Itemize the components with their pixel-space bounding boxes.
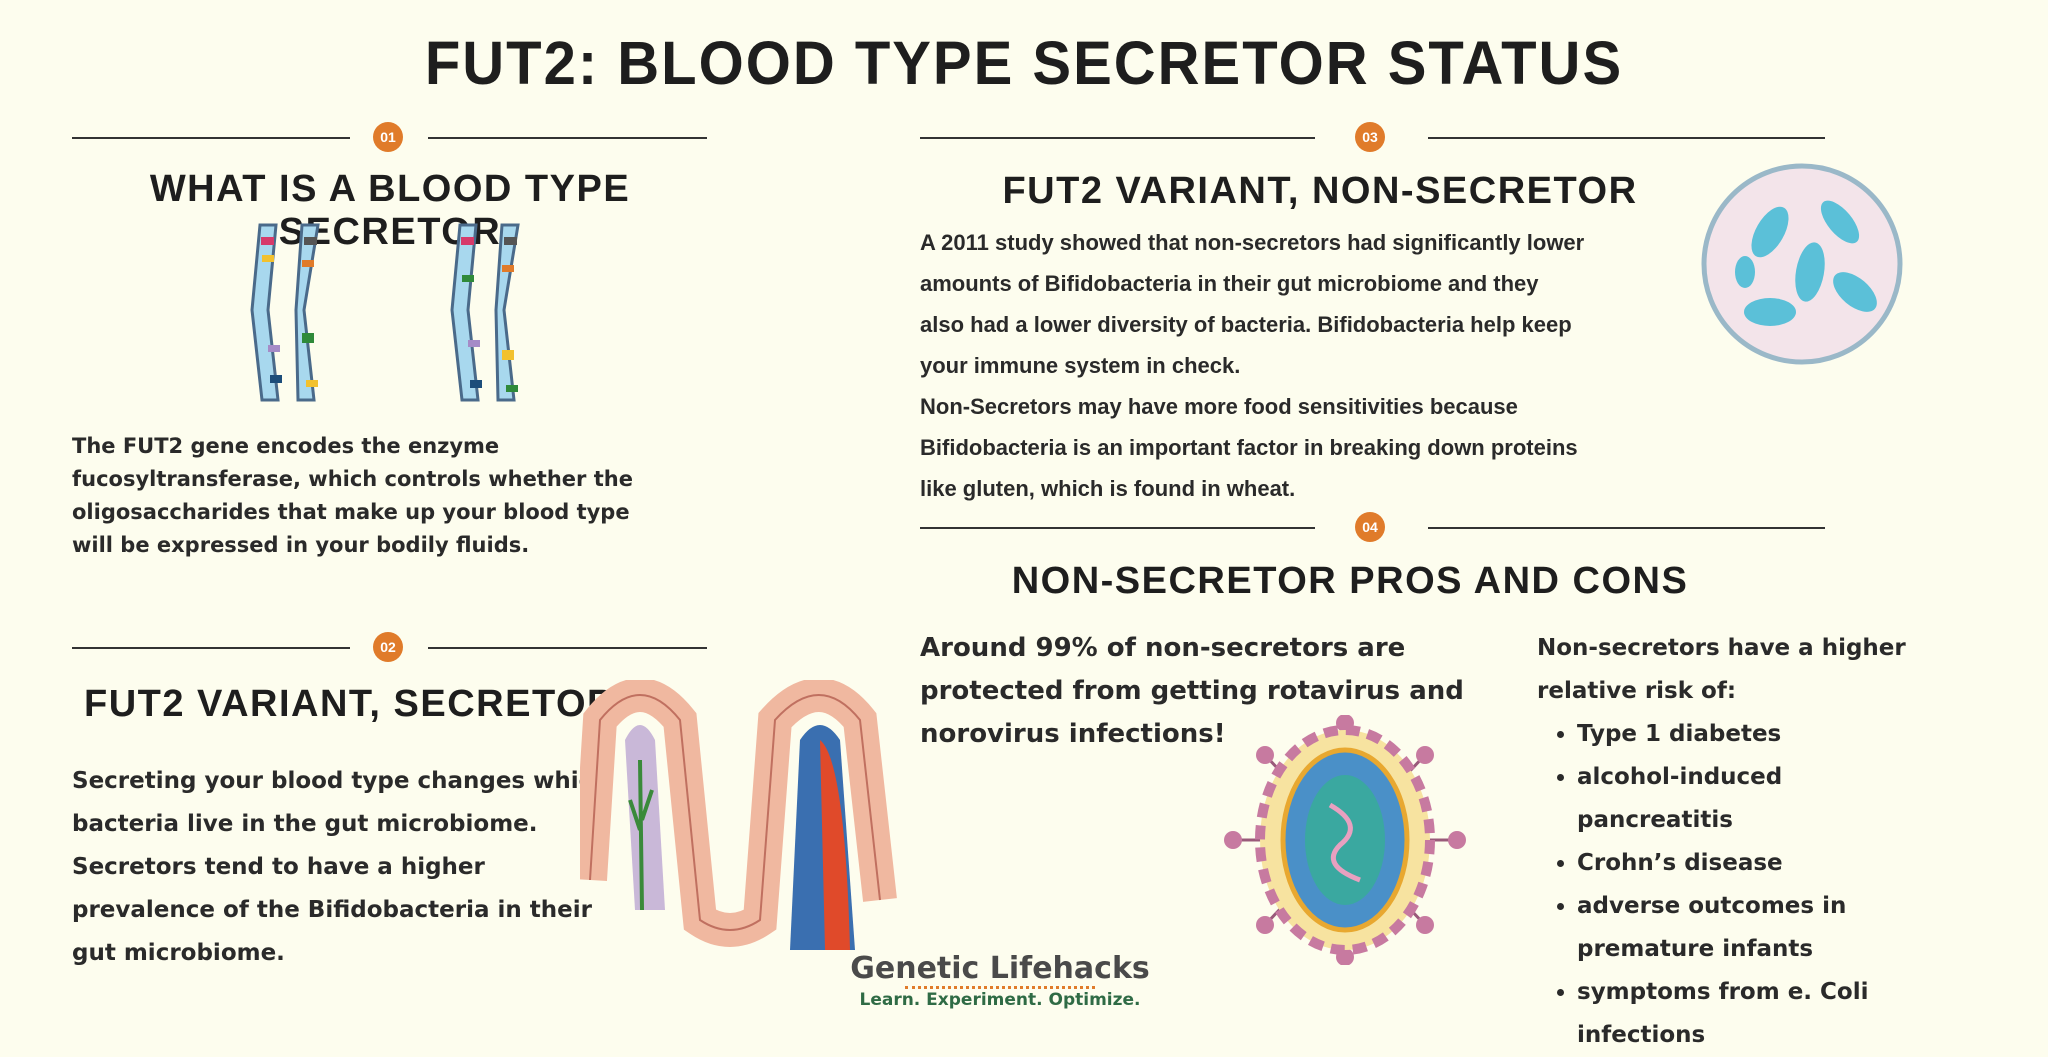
text-line: will be expressed in your bodily fluids.: [72, 533, 530, 557]
bacteria-petri-dish-icon: [1701, 163, 1903, 365]
section-heading: FUT2 VARIANT, NON-SECRETOR: [1002, 170, 1638, 212]
divider: [72, 137, 350, 139]
logo-dotted-divider: [905, 986, 1095, 989]
text-line: norovirus infections!: [920, 719, 1226, 749]
divider: [428, 647, 707, 649]
list-item: symptoms from e. Coli infections: [1577, 971, 1907, 1057]
section-heading: FUT2 VARIANT, SECRETOR: [84, 683, 616, 725]
list-item: Crohn’s disease: [1577, 842, 1907, 885]
text-line: also had a lower diversity of bacteria. …: [920, 312, 1572, 337]
text-line: Non-secretors have a higher: [1537, 635, 1906, 661]
text-line: Secretors tend to have a higher: [72, 854, 485, 880]
text-line: The FUT2 gene encodes the enzyme: [72, 434, 500, 458]
section-number-badge: 03: [1355, 122, 1385, 152]
genetic-lifehacks-logo: Genetic Lifehacks Learn. Experiment. Opt…: [800, 952, 1200, 1011]
section-number-badge: 02: [373, 632, 403, 662]
text-line: Secreting your blood type changes which: [72, 768, 609, 794]
text-line: relative risk of:: [1537, 678, 1737, 704]
divider: [920, 137, 1315, 139]
section-2-text: Secreting your blood type changes which …: [72, 760, 609, 975]
divider: [920, 527, 1315, 529]
section-number-badge: 01: [373, 122, 403, 152]
divider: [72, 647, 350, 649]
text-line: Around 99% of non-secretors are: [920, 633, 1406, 663]
section-3-text: A 2011 study showed that non-secretors h…: [920, 222, 1584, 509]
text-line: Bifidobacteria is an important factor in…: [920, 435, 1578, 460]
list-item: adverse outcomes in premature infants: [1577, 885, 1907, 971]
virus-icon: [1224, 715, 1466, 965]
text-line: fucosyltransferase, which controls wheth…: [72, 467, 633, 491]
section-number-badge: 04: [1355, 512, 1385, 542]
logo-tagline: Learn. Experiment. Optimize.: [859, 990, 1141, 1010]
text-line: like gluten, which is found in wheat.: [920, 476, 1296, 501]
intestinal-villi-icon: [580, 680, 897, 950]
chromosomes-icon: [250, 223, 520, 402]
text-line: Non-Secretors may have more food sensiti…: [920, 394, 1518, 419]
logo-name: Genetic Lifehacks: [850, 951, 1150, 986]
text-line: A 2011 study showed that non-secretors h…: [920, 230, 1585, 255]
text-line: your immune system in check.: [920, 353, 1241, 378]
text-line: gut microbiome.: [72, 940, 285, 966]
section-1-text: The FUT2 gene encodes the enzyme fucosyl…: [72, 430, 633, 562]
risk-list: Type 1 diabetes alcohol-induced pancreat…: [1537, 713, 1907, 1057]
divider: [1428, 527, 1825, 529]
section-heading: NON-SECRETOR PROS AND CONS: [1011, 560, 1689, 602]
section-4-right-text: Non-secretors have a higher relative ris…: [1537, 627, 1977, 1057]
divider: [1428, 137, 1825, 139]
section-4-left-text: Around 99% of non-secretors are protecte…: [920, 627, 1464, 756]
text-line: prevalence of the Bifidobacteria in thei…: [72, 897, 592, 923]
text-line: protected from getting rotavirus and: [920, 676, 1464, 706]
text-line: bacteria live in the gut microbiome.: [72, 811, 538, 837]
text-line: amounts of Bifidobacteria in their gut m…: [920, 271, 1539, 296]
divider: [428, 137, 707, 139]
text-line: oligosaccharides that make up your blood…: [72, 500, 630, 524]
page-title: FUT2: BLOOD TYPE SECRETOR STATUS: [424, 29, 1624, 98]
list-item: Type 1 diabetes: [1577, 713, 1907, 756]
list-item: alcohol-induced pancreatitis: [1577, 756, 1907, 842]
